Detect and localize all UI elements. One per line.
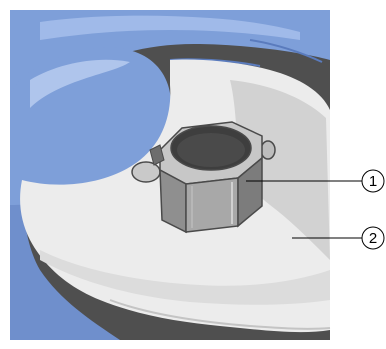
fitting-bore-rim [177, 133, 245, 167]
callout-2-label: 2 [369, 230, 377, 247]
callout-1-label: 1 [369, 173, 377, 190]
fitting-pin-right [261, 141, 275, 159]
fitting-pin-left [132, 162, 160, 182]
callout-1: 1 [362, 170, 384, 192]
callout-2: 2 [362, 227, 384, 249]
fitting-face-front [186, 178, 238, 232]
